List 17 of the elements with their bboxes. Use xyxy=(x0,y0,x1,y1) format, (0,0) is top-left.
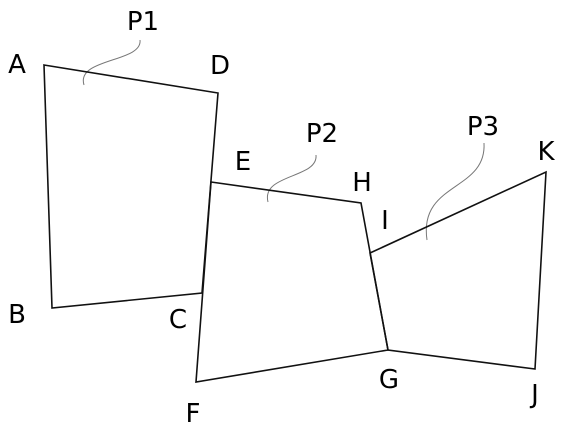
leader-line xyxy=(266,154,316,202)
part-label: P1 xyxy=(126,9,160,35)
vertex-label: D xyxy=(210,53,230,79)
vertex-label: G xyxy=(378,367,400,393)
vertex-label: A xyxy=(8,52,26,78)
vertex-label: C xyxy=(168,307,188,333)
vertex-label: H xyxy=(352,170,372,196)
part-label: P3 xyxy=(466,114,500,140)
leader-line xyxy=(82,40,140,86)
vertex-label: K xyxy=(537,139,555,165)
vertex-label: F xyxy=(186,401,200,427)
vertex-label: I xyxy=(381,208,389,234)
vertex-label: E xyxy=(234,149,252,175)
vertex-label: B xyxy=(8,302,26,328)
leader-line xyxy=(426,142,484,240)
vertex-label: J xyxy=(531,382,539,408)
part-label: P2 xyxy=(306,121,338,147)
